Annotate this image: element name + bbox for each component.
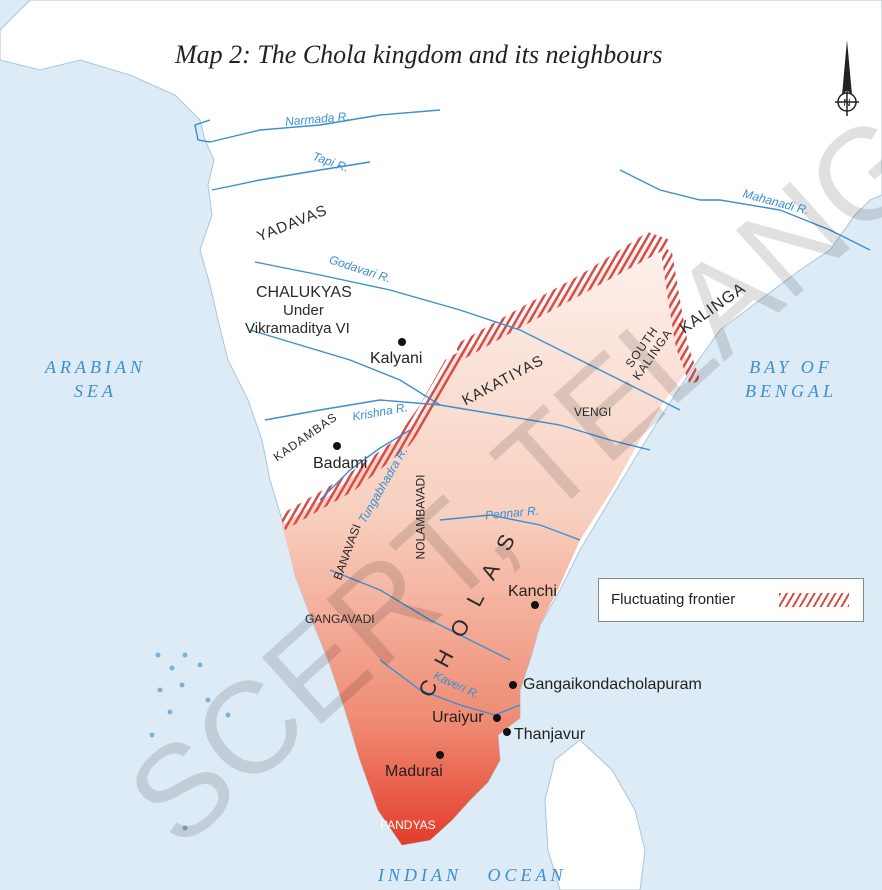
mahanadi-river — [719, 199, 871, 251]
madurai-marker — [436, 751, 444, 759]
north-arrow-icon: N — [835, 40, 859, 116]
kanchi-marker — [531, 601, 539, 609]
kaveri-river — [379, 659, 521, 716]
frontier-band-east — [660, 245, 700, 385]
rivers — [194, 109, 871, 716]
river-tributary-3 — [329, 569, 511, 661]
uraiyur-marker — [493, 714, 501, 722]
nolambavadi-label: NOLAMBAVADI — [413, 474, 428, 560]
narmada-river — [209, 109, 441, 143]
badami-label: Badami — [313, 455, 368, 472]
river-tributary-4 — [194, 119, 211, 143]
chalukyas-label: CHALUKYAS — [256, 284, 352, 301]
kanchi-label: Kanchi — [508, 583, 557, 600]
gangaikondacholapuram-label: Gangaikondacholapuram — [523, 676, 702, 693]
kalyani-label: Kalyani — [370, 350, 423, 367]
kalyani-marker — [398, 338, 406, 346]
sri-lanka — [544, 739, 646, 890]
godavari-river — [254, 261, 681, 411]
svg-text:N: N — [843, 98, 850, 109]
city-markers — [333, 338, 539, 759]
badami-marker — [333, 442, 341, 450]
gangaikondacholapuram-marker — [509, 681, 517, 689]
chalukyas-under-label: Under — [283, 302, 324, 319]
vengi-label: VENGI — [574, 405, 612, 419]
tapi-river — [211, 161, 371, 191]
krishna-river — [264, 399, 651, 451]
tungabhadra-river — [319, 429, 411, 501]
map-title: Map 2: The Chola kingdom and its neighbo… — [175, 40, 663, 69]
chola-kingdom-area — [282, 240, 688, 845]
uraiyur-label: Uraiyur — [432, 709, 484, 726]
legend-label: Fluctuating frontier — [611, 591, 736, 608]
pennar-river — [439, 514, 581, 541]
thanjavur-marker — [503, 728, 511, 736]
gangavadi-label: GANGAVADI — [305, 612, 375, 626]
frontier-band-west — [280, 345, 470, 530]
map-legend: Fluctuating frontier — [598, 578, 864, 622]
islands — [149, 652, 231, 831]
frontier-band-north — [455, 232, 670, 360]
river-tributary-2 — [249, 329, 441, 406]
thanjavur-label: Thanjavur — [514, 726, 586, 743]
chalukyas-king-label: Vikramaditya VI — [245, 320, 350, 337]
legend-frontier-swatch — [779, 593, 849, 607]
pandyas-label: PANDYAS — [380, 818, 436, 832]
river-tributary-1 — [619, 169, 720, 201]
indian-ocean-label: INDIAN OCEAN — [378, 865, 567, 885]
madurai-label: Madurai — [385, 763, 443, 780]
